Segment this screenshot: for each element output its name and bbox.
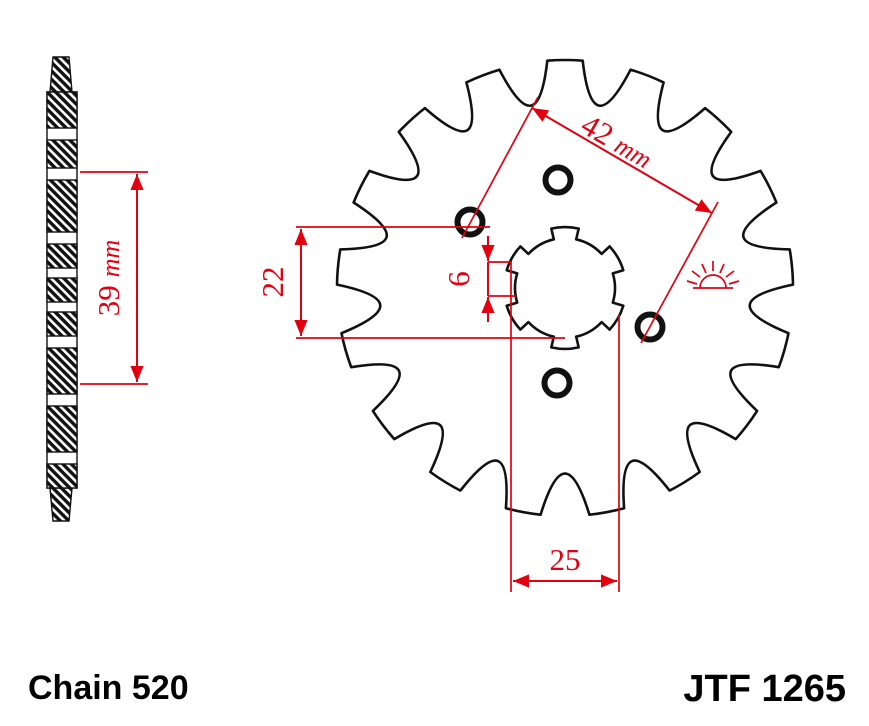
sun-rays-icon xyxy=(686,261,740,285)
side-view-hatch-block xyxy=(46,311,78,337)
side-view-hatch-block xyxy=(46,91,78,129)
side-view-hatch-block xyxy=(46,139,78,169)
bolt-hole xyxy=(542,164,574,196)
dim-bore-outer-label: 25 xyxy=(550,542,581,577)
dim-spline-depth-label: 6 xyxy=(441,271,476,287)
side-view-hatch-block xyxy=(46,405,78,453)
dim-bore-inner-label: 22 xyxy=(255,267,290,298)
sprocket-side-view xyxy=(46,56,78,522)
dim-bore-inner: 22 xyxy=(255,226,565,339)
side-view-hatch-block xyxy=(46,347,78,395)
extension-line xyxy=(640,201,719,344)
side-view-hatch-block xyxy=(46,463,78,489)
bolt-hole xyxy=(541,367,573,399)
jt-sun-logo xyxy=(686,261,740,289)
dim-bore-outer: 25 xyxy=(510,262,620,592)
side-view-hatch-block xyxy=(46,243,78,269)
dim-side-width-label: 39mm xyxy=(91,240,126,317)
side-view-hatch-block xyxy=(46,179,78,233)
dimension-line xyxy=(531,107,713,214)
dim-side-width: 39mm xyxy=(80,171,148,385)
extension-line xyxy=(461,96,539,239)
side-view-bottom-tooth xyxy=(49,487,73,522)
spline-bore xyxy=(505,225,625,351)
sun-arc xyxy=(699,274,727,289)
chain-size-label: Chain 520 xyxy=(28,669,189,707)
side-view-top-tooth xyxy=(49,56,73,93)
side-view-hatch-block xyxy=(46,277,78,303)
part-number-label: JTF 1265 xyxy=(683,668,846,710)
